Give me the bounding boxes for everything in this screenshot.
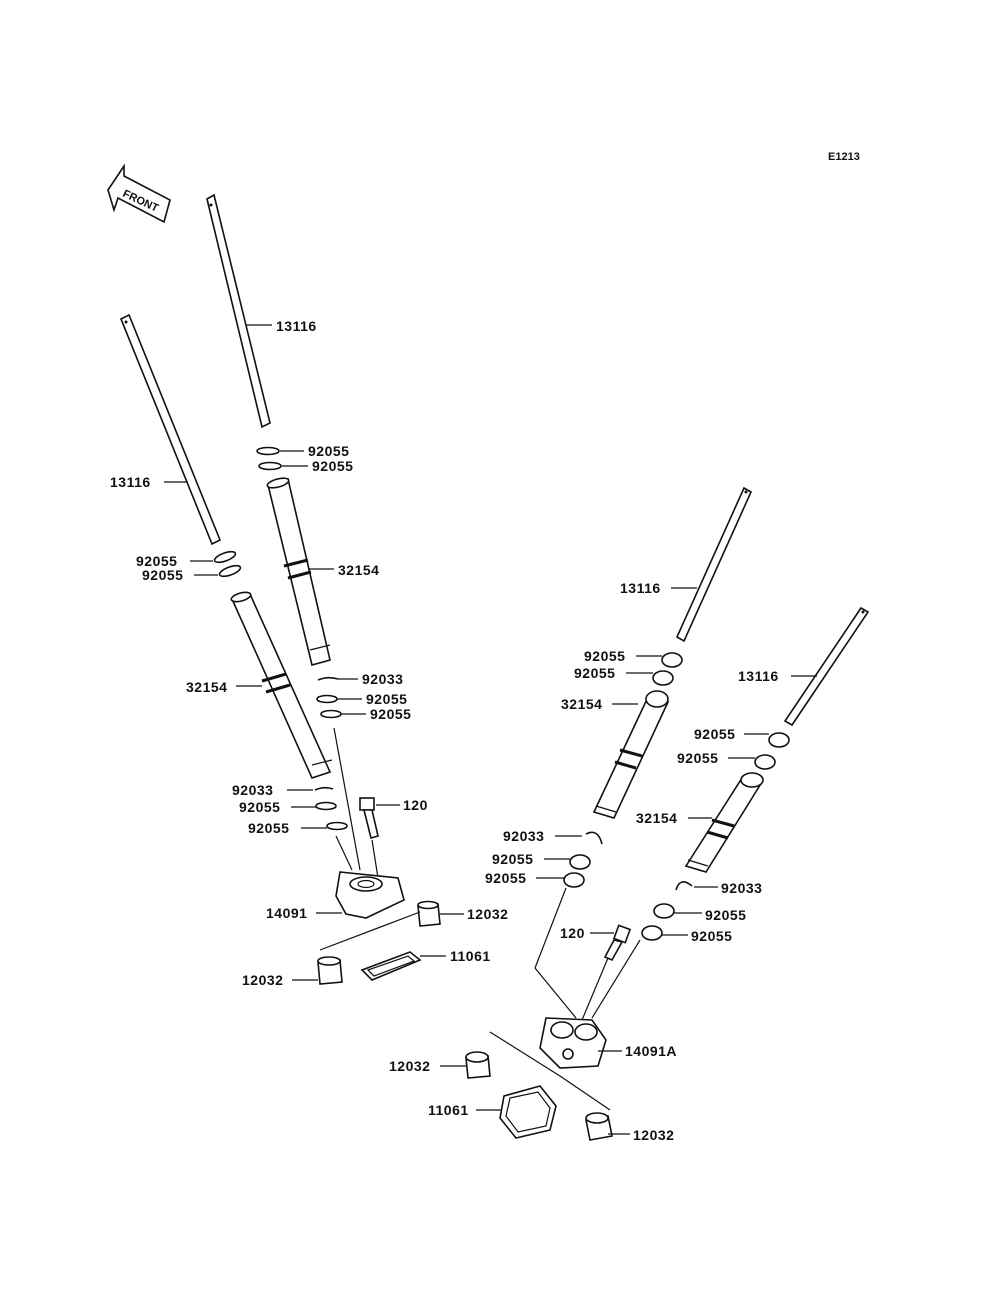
label-92055-9: 92055 bbox=[584, 648, 625, 664]
diagram-code: E1213 bbox=[828, 151, 860, 163]
label-92055-5: 92055 bbox=[366, 691, 407, 707]
push-rod-tube-2 bbox=[230, 591, 333, 779]
o-ring bbox=[652, 670, 674, 686]
label-92033-a: 92033 bbox=[362, 671, 403, 687]
dowel-pin-12032-right-lower bbox=[585, 1112, 613, 1141]
o-ring bbox=[316, 694, 338, 704]
o-ring bbox=[218, 564, 242, 578]
front-arrow-icon: FRONT bbox=[107, 163, 171, 224]
circlip bbox=[675, 881, 693, 891]
label-92055-3: 92055 bbox=[136, 553, 177, 569]
label-14091: 14091 bbox=[266, 905, 307, 921]
circlip bbox=[317, 676, 339, 681]
push-rod-tube-3 bbox=[592, 690, 670, 819]
label-120-b: 120 bbox=[560, 925, 585, 941]
label-92033-b: 92033 bbox=[232, 782, 273, 798]
circlip bbox=[585, 831, 603, 845]
label-12032-d: 12032 bbox=[633, 1127, 674, 1143]
o-ring bbox=[569, 854, 591, 870]
circlip bbox=[314, 786, 334, 791]
tappet-holder-14091A bbox=[539, 1017, 607, 1069]
label-12032-c: 12032 bbox=[389, 1058, 430, 1074]
o-ring bbox=[661, 652, 683, 668]
label-92033-c: 92033 bbox=[503, 828, 544, 844]
bolt-120-left bbox=[359, 797, 379, 839]
o-ring bbox=[256, 446, 280, 456]
label-92055-14: 92055 bbox=[485, 870, 526, 886]
o-ring bbox=[326, 821, 348, 831]
label-13116-d: 13116 bbox=[738, 668, 779, 684]
label-92033-d: 92033 bbox=[721, 880, 762, 896]
label-32154-b: 32154 bbox=[186, 679, 227, 695]
dowel-pin-12032-lower bbox=[317, 956, 343, 985]
label-92055-13: 92055 bbox=[492, 851, 533, 867]
push-rod-4 bbox=[783, 606, 870, 727]
label-92055-6: 92055 bbox=[370, 706, 411, 722]
push-rod-tube-1 bbox=[266, 477, 331, 666]
o-ring bbox=[213, 550, 237, 564]
label-92055-16: 92055 bbox=[691, 928, 732, 944]
gasket-11061-right bbox=[499, 1085, 557, 1139]
label-92055-11: 92055 bbox=[694, 726, 735, 742]
dowel-pin-12032-upper bbox=[417, 900, 441, 927]
label-92055-15: 92055 bbox=[705, 907, 746, 923]
push-rod-2 bbox=[119, 313, 222, 546]
label-13116-a: 13116 bbox=[276, 318, 317, 334]
o-ring bbox=[768, 732, 790, 748]
o-ring bbox=[315, 801, 337, 811]
label-92055-10: 92055 bbox=[574, 665, 615, 681]
label-11061-b: 11061 bbox=[428, 1102, 469, 1118]
push-rod-1 bbox=[206, 193, 271, 429]
label-11061-a: 11061 bbox=[450, 948, 491, 964]
push-rod-3 bbox=[675, 486, 753, 643]
gasket-11061-left bbox=[360, 951, 422, 981]
o-ring bbox=[754, 754, 776, 770]
o-ring bbox=[653, 903, 675, 919]
label-12032-a: 12032 bbox=[467, 906, 508, 922]
label-92055-7: 92055 bbox=[239, 799, 280, 815]
push-rod-tube-4 bbox=[684, 772, 764, 873]
label-92055-2: 92055 bbox=[312, 458, 353, 474]
label-92055-4: 92055 bbox=[142, 567, 183, 583]
label-12032-b: 12032 bbox=[242, 972, 283, 988]
o-ring bbox=[641, 925, 663, 941]
bolt-120-right bbox=[603, 924, 632, 962]
o-ring bbox=[563, 872, 585, 888]
label-120-a: 120 bbox=[403, 797, 428, 813]
label-32154-d: 32154 bbox=[636, 810, 677, 826]
label-32154-c: 32154 bbox=[561, 696, 602, 712]
label-13116-b: 13116 bbox=[110, 474, 151, 490]
tappet-holder-14091 bbox=[335, 871, 405, 919]
label-92055-1: 92055 bbox=[308, 443, 349, 459]
o-ring bbox=[258, 461, 282, 471]
label-92055-12: 92055 bbox=[677, 750, 718, 766]
label-92055-8: 92055 bbox=[248, 820, 289, 836]
label-32154-a: 32154 bbox=[338, 562, 379, 578]
label-13116-c: 13116 bbox=[620, 580, 661, 596]
dowel-pin-12032-right-upper bbox=[465, 1051, 491, 1079]
label-14091A: 14091A bbox=[625, 1043, 677, 1059]
o-ring bbox=[320, 709, 342, 719]
